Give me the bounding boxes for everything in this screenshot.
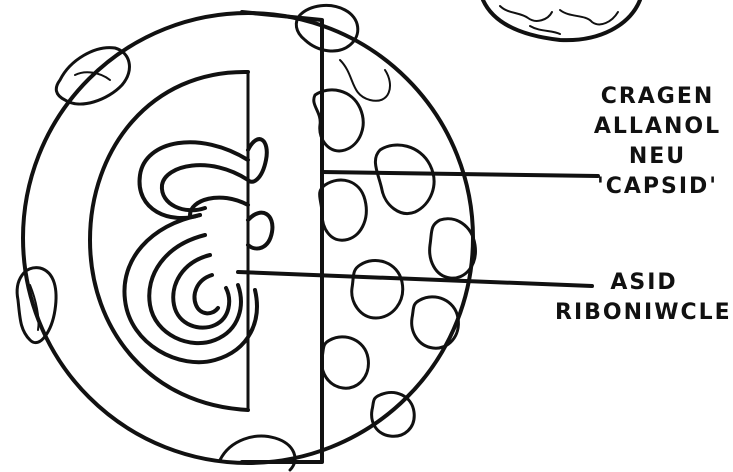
capsid-label-line-3: NEU <box>585 142 730 172</box>
rna-label-line-1: ASID <box>555 268 733 298</box>
capsid-label-line-2: ALLANOL <box>585 112 730 142</box>
neighbour-virus <box>483 0 640 40</box>
capsid-label-line-1: CRAGEN <box>585 82 730 112</box>
capsid-label-line-4: 'CAPSID' <box>585 172 730 202</box>
leader-lines <box>238 172 598 286</box>
rna-label: ASID RIBONIWCLEIG <box>555 268 733 328</box>
rna-coil <box>124 139 272 362</box>
rna-label-line-2: RIBONIWCLEIG <box>555 298 733 328</box>
rna-leader-line <box>238 272 592 286</box>
surface-proteins-left <box>17 48 295 470</box>
capsid-label: CRAGEN ALLANOL NEU 'CAPSID' <box>585 82 730 202</box>
capsid-leader-line <box>322 172 598 176</box>
